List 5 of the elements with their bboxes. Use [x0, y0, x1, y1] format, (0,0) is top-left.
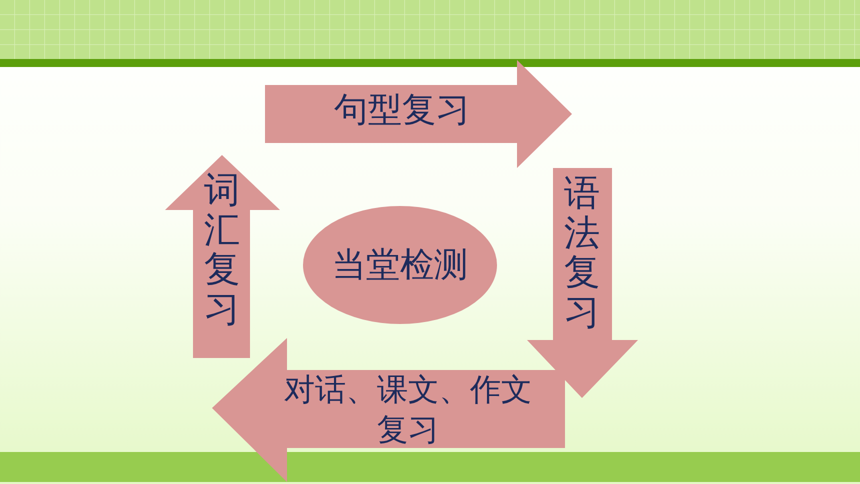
node-label: 词汇复习 [204, 171, 240, 330]
node-label: 当堂检测 [331, 244, 469, 287]
node-label: 语法复习 [564, 174, 600, 332]
node-label: 对话、课文、作文复习 [283, 371, 533, 450]
node-label: 句型复习 [333, 89, 471, 132]
